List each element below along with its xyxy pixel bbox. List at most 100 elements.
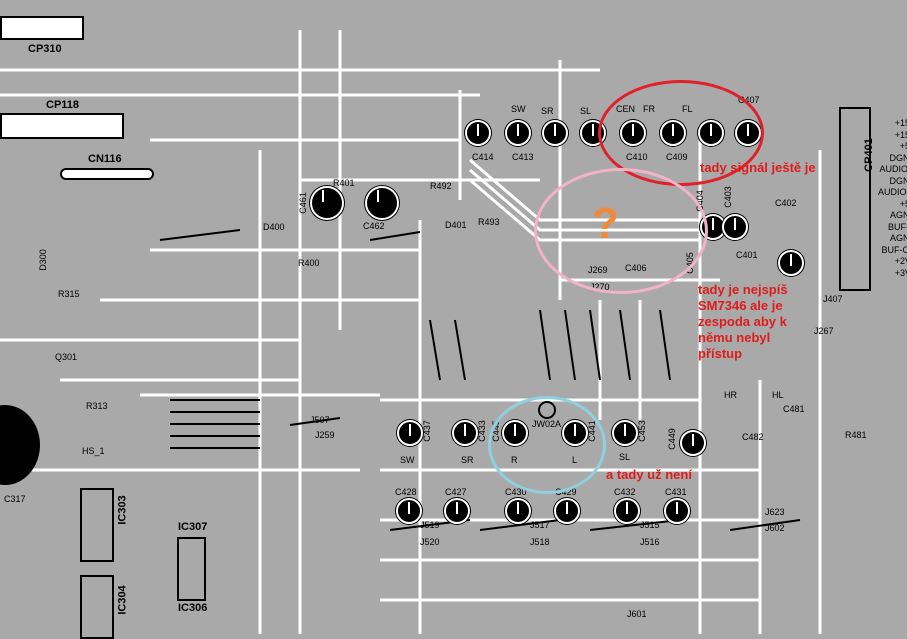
capacitor-c427 [444, 498, 470, 524]
j517-label: J517 [530, 520, 550, 530]
r493-label: R493 [478, 217, 500, 227]
j623-label: J623 [765, 507, 785, 517]
j516-label: J516 [640, 537, 660, 547]
annotation-signal-present: tady signál ještě je [700, 160, 816, 175]
capacitor-c430 [505, 498, 531, 524]
hr-label: HR [724, 390, 737, 400]
r315-label: R315 [58, 289, 80, 299]
channel-sr-top: SR [541, 106, 554, 116]
c401-label: C401 [736, 250, 758, 260]
cp310-label: CP310 [28, 43, 62, 55]
ic307-outline [177, 537, 206, 601]
pin-label: +5V [899, 198, 907, 209]
r313-label: R313 [86, 401, 108, 411]
cp401-label: CP401 [862, 138, 875, 172]
pin-label: AGND [889, 210, 907, 220]
r401-label: R401 [333, 178, 355, 188]
pin-label: +15V [894, 118, 907, 128]
hl-label: HL [772, 390, 784, 400]
hs1-label: HS_1 [82, 446, 105, 456]
pin-label: AGND [889, 233, 907, 243]
capacitor-c433 [452, 420, 478, 446]
c430-label: C430 [505, 487, 527, 497]
annotation-signal-absent: a tady už není [606, 467, 692, 482]
pin-label: DGND [889, 152, 907, 163]
j515-label: J515 [640, 520, 660, 530]
j407-label: J407 [823, 294, 843, 304]
capacitor-c429 [554, 498, 580, 524]
j519-label: J519 [420, 520, 440, 530]
j259-label: J259 [315, 430, 335, 440]
pin-label: DGND [889, 175, 907, 186]
c482-label: C482 [742, 432, 764, 442]
cn116-connector [60, 168, 154, 180]
r400-label: R400 [298, 258, 320, 268]
c462-label: C462 [363, 221, 385, 231]
cp401-pin-list: +15V +15V +5V DGND AUDIO-L DGND AUDIO-R … [876, 118, 907, 279]
c317-label: C317 [4, 494, 26, 504]
capacitor-c449 [680, 430, 706, 456]
pin-label: BUF-O [888, 221, 907, 232]
capacitor-c462 [365, 186, 399, 220]
j507-label: J507 [310, 415, 330, 425]
capacitor-c431 [664, 498, 690, 524]
d400-label: D400 [263, 222, 285, 232]
blue-highlight-circle [488, 396, 606, 494]
channel-sw-bottom: SW [400, 455, 415, 465]
ic303-label: IC303 [116, 495, 129, 525]
j520-label: J520 [420, 537, 440, 547]
pin-label: BUF-OU [881, 244, 907, 255]
r492-label: R492 [430, 181, 452, 191]
annotation-chip-guess: tady je nejspíš SM7346 ale je zespoda ab… [698, 282, 788, 361]
capacitor-c437 [397, 420, 423, 446]
channel-sl-bottom: SL [619, 452, 631, 462]
c431-label: C431 [665, 487, 687, 497]
capacitor-c461 [310, 186, 344, 220]
c414-label: C414 [472, 152, 494, 162]
ic307-label: IC307 [178, 521, 208, 533]
c432-label: C432 [614, 487, 636, 497]
r481-label: R481 [845, 430, 867, 440]
channel-sr-bottom: SR [461, 455, 474, 465]
j601-label: J601 [627, 609, 647, 619]
capacitor-c403 [722, 214, 748, 240]
cn116-label: CN116 [88, 153, 122, 165]
capacitor-c453 [612, 420, 638, 446]
cp310-connector [0, 16, 84, 40]
d401-label: D401 [445, 220, 467, 230]
c413-label: C413 [512, 152, 534, 162]
channel-sw-top: SW [511, 104, 526, 114]
pink-highlight-circle [534, 168, 708, 294]
channel-sl-top: SL [580, 106, 592, 116]
pin-label: +2V2 [894, 256, 907, 266]
capacitor [778, 250, 804, 276]
ic306-label: IC306 [178, 602, 208, 614]
q301-label: Q301 [55, 352, 78, 362]
pin-label: +3V3 [894, 267, 907, 278]
capacitor-c432 [614, 498, 640, 524]
c433-label: C433 [476, 420, 487, 442]
capacitor-c413 [505, 120, 531, 146]
c453-label: C453 [636, 420, 647, 442]
j602-label: J602 [765, 523, 785, 533]
c407-label: C407 [738, 95, 760, 105]
c437-label: C437 [421, 420, 432, 442]
ic304-outline [80, 575, 114, 639]
c481-label: C481 [783, 404, 805, 414]
c449-label: C449 [666, 428, 677, 450]
pin-label: +5V [899, 141, 907, 151]
c428-label: C428 [395, 487, 417, 497]
c402-label: C402 [775, 198, 797, 208]
capacitor [542, 120, 568, 146]
cp118-label: CP118 [46, 99, 80, 111]
d300-label: D300 [37, 249, 48, 271]
c429-label: C429 [555, 487, 577, 497]
pin-label: +15V [894, 129, 907, 140]
cp118-connector [0, 113, 124, 139]
c403-label: C403 [722, 186, 733, 208]
c461-label: C461 [297, 192, 308, 214]
ic303-outline [80, 488, 114, 562]
pin-label: AUDIO-L [879, 164, 907, 174]
capacitor-c428 [396, 498, 422, 524]
ic304-label: IC304 [116, 585, 129, 615]
